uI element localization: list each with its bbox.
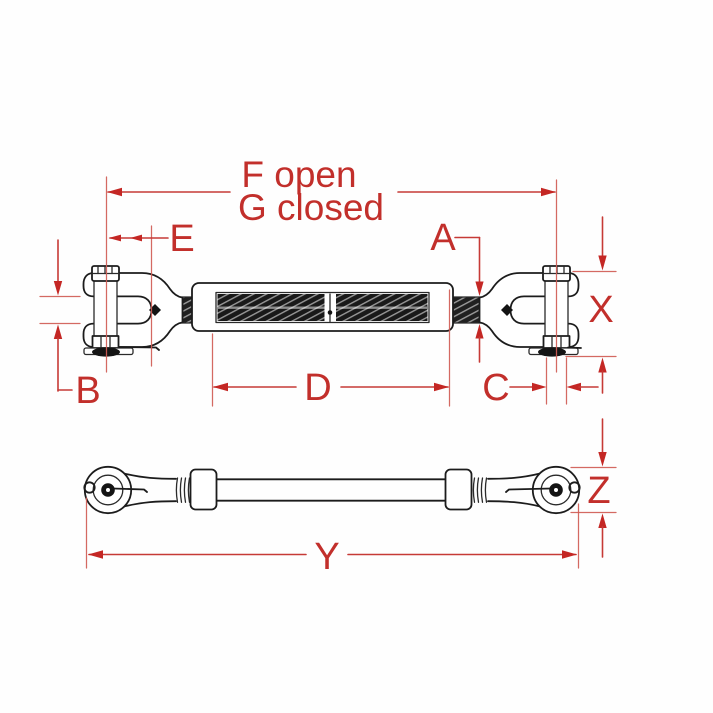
- right-eye-cotter-loop: [568, 481, 581, 494]
- left-eye-cotter-leg: [112, 487, 148, 493]
- side-body-bar: [215, 478, 449, 502]
- body-thread-window: [217, 293, 428, 323]
- right-eye-cotter-leg: [505, 487, 552, 493]
- dimension-a: A: [430, 217, 484, 363]
- right-thread-marks: [472, 477, 488, 503]
- dimension-annotations: F open G closed E A X: [39, 154, 617, 578]
- left-cotter-pin: [118, 346, 160, 351]
- right-body-collar: [444, 468, 473, 511]
- left-eye-cotter-loop: [83, 481, 96, 494]
- right-jaw: [478, 265, 582, 357]
- dim-label-f-open: F open: [241, 154, 356, 195]
- left-body-collar: [189, 468, 218, 511]
- right-eye-end: [505, 465, 581, 515]
- dimension-x: X: [565, 216, 617, 394]
- right-cotter-pin: [567, 346, 582, 349]
- dimension-e: E: [108, 218, 195, 367]
- dim-label-e: E: [169, 218, 194, 260]
- dim-label-c: C: [482, 367, 509, 409]
- dim-label-y: Y: [314, 536, 339, 578]
- dim-label-z: Z: [587, 470, 610, 512]
- turnbuckle-body: [191, 282, 454, 332]
- left-clevis-pin: [83, 265, 160, 357]
- dimension-b: B: [39, 239, 101, 412]
- dimension-y: Y: [85, 497, 580, 578]
- right-threaded-stud: [451, 296, 482, 324]
- left-eye-end: [83, 465, 148, 515]
- dim-label-b: B: [75, 370, 100, 412]
- dim-label-x: X: [588, 289, 613, 331]
- left-neck: [123, 472, 177, 508]
- dimension-f-g: F open G closed: [105, 154, 558, 373]
- right-neck: [487, 472, 541, 508]
- top-view-drawing: [82, 265, 582, 357]
- dim-label-a: A: [430, 217, 456, 259]
- side-view-drawing: [83, 465, 581, 515]
- right-jaw-weld-mark: [501, 304, 513, 316]
- dim-label-d: D: [304, 367, 331, 409]
- left-thread-marks: [175, 477, 191, 503]
- dimension-d: D: [211, 289, 451, 409]
- dimension-z: Z: [570, 418, 617, 558]
- left-jaw: [82, 265, 184, 357]
- dim-label-g-closed: G closed: [238, 187, 384, 228]
- dimension-c: C: [482, 357, 599, 409]
